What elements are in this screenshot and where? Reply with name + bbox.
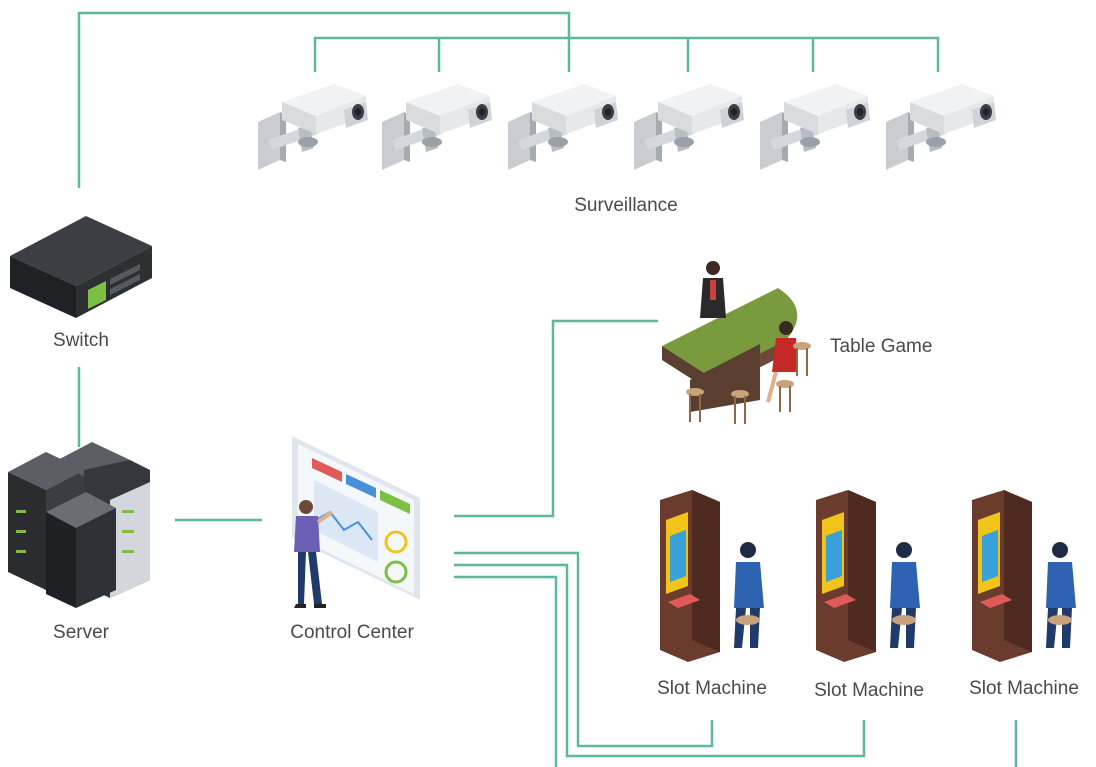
operator-dashboard-icon — [292, 436, 420, 608]
table-game-label: Table Game — [830, 336, 933, 357]
control-to-slot-1-line — [454, 551, 714, 748]
cctv-camera-icon — [886, 84, 996, 170]
casino-table-icon — [662, 261, 811, 424]
switch-label: Switch — [53, 330, 109, 351]
slot-machine-label-3: Slot Machine — [969, 678, 1079, 699]
control-to-table-line — [454, 319, 658, 518]
slot-machine-icon — [972, 490, 1076, 662]
control-center-label: Control Center — [290, 622, 414, 643]
slot-machine-label-1: Slot Machine — [657, 678, 767, 699]
slot-machine-icon — [660, 490, 764, 662]
surveillance-label: Surveillance — [574, 195, 678, 216]
slot-machine-label-2: Slot Machine — [814, 680, 924, 701]
switch-to-surveillance-line — [77, 11, 571, 188]
cctv-camera-icon — [634, 84, 744, 170]
cctv-camera-icon — [508, 84, 618, 170]
cctv-camera-icon — [258, 84, 368, 170]
cctv-camera-icon — [760, 84, 870, 170]
connector-lines — [77, 11, 1018, 767]
control-to-slot-3-line — [454, 575, 558, 767]
surveillance-cameras — [258, 84, 996, 170]
server-label: Server — [53, 622, 109, 643]
slot-machine-icon — [816, 490, 920, 662]
cctv-camera-icon — [382, 84, 492, 170]
server-rack-icon — [8, 442, 150, 608]
control-to-slot-2-line — [454, 563, 866, 758]
network-switch-icon — [10, 216, 152, 318]
camera-bus-line — [313, 36, 940, 72]
